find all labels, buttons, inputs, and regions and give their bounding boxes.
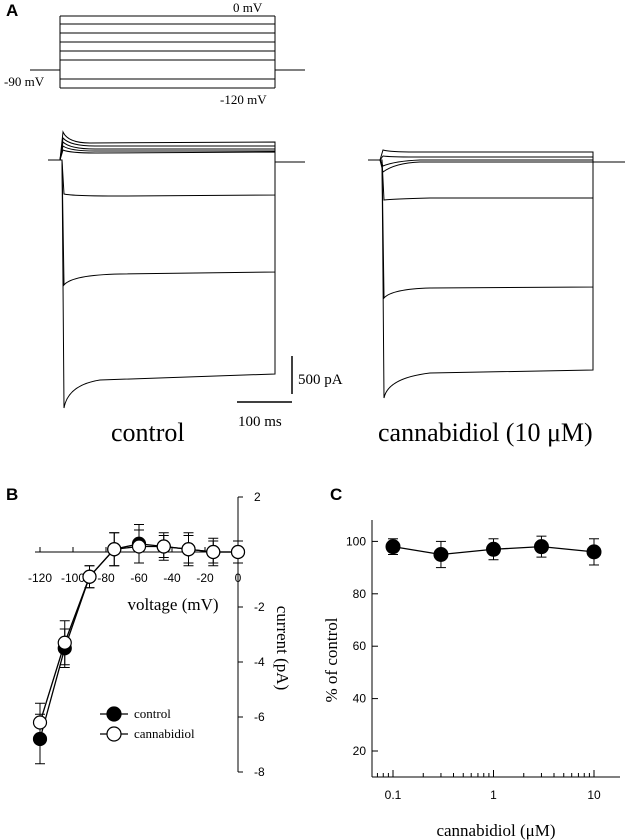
legend-marker <box>106 726 122 742</box>
y-tick-label: 60 <box>353 639 367 653</box>
x-tick-label: -80 <box>97 571 115 585</box>
y-tick-label: -2 <box>254 600 265 614</box>
x-tick-label: 0 <box>235 571 242 585</box>
y-tick-label: 100 <box>346 534 366 548</box>
x-tick-label: 10 <box>587 788 601 802</box>
data-point <box>32 715 48 730</box>
control-traces <box>48 130 305 409</box>
y-tick-label: -8 <box>254 765 265 779</box>
y-axis-title: % of control <box>322 617 341 702</box>
data-point <box>206 544 221 560</box>
current-scale-label: 500 pA <box>298 372 343 388</box>
data-point <box>586 544 602 560</box>
data-point <box>156 539 171 554</box>
y-tick-label: 2 <box>254 490 261 504</box>
legend-marker <box>106 706 122 722</box>
y-axis-title: current (pA) <box>273 606 292 691</box>
data-point <box>57 635 72 650</box>
legend-label: control <box>134 706 171 721</box>
panel-label-b: B <box>6 485 18 504</box>
control-trace-label: control <box>111 418 185 447</box>
panel-label-c: C <box>330 485 342 504</box>
y-tick-label: 20 <box>353 744 367 758</box>
data-point <box>131 539 147 554</box>
x-tick-label: -100 <box>61 571 85 585</box>
x-axis-title: voltage (mV) <box>127 595 218 614</box>
data-point <box>230 544 246 560</box>
x-tick-label: 1 <box>490 788 497 802</box>
y-tick-label: -6 <box>254 710 265 724</box>
data-point <box>107 542 122 557</box>
y-tick-label: 80 <box>353 587 367 601</box>
x-tick-label: -120 <box>28 571 52 585</box>
iv-chart: -120 -100 -80 -60 -40 -20 0 2 -2 -4 -6 -8 voltage (m… <box>28 490 292 779</box>
panel-label-a: A <box>6 1 18 20</box>
scale-bars <box>237 356 293 403</box>
protocol-bottom-label: -120 mV <box>220 92 267 107</box>
x-axis-title: cannabidiol (μM) <box>436 821 555 840</box>
x-tick-label: -40 <box>163 571 181 585</box>
time-scale-label: 100 ms <box>238 414 282 430</box>
data-point <box>533 539 549 555</box>
protocol-holding-label: -90 mV <box>4 74 45 89</box>
protocol-top-label: 0 mV <box>233 0 263 15</box>
y-tick-label: 40 <box>353 692 367 706</box>
y-tick-label: -4 <box>254 655 265 669</box>
data-point <box>385 539 401 555</box>
legend-label: cannabidiol <box>134 726 195 741</box>
data-point <box>433 547 449 562</box>
data-point <box>181 542 196 557</box>
voltage-protocol <box>30 15 305 89</box>
cbd-trace-label: cannabidiol (10 μM) <box>378 418 593 447</box>
data-point <box>486 541 501 557</box>
x-tick-label: -60 <box>130 571 148 585</box>
x-tick-label: -20 <box>196 571 214 585</box>
dose-response-chart: 20 40 60 80 100 0.1 1 10 cannabidiol (μM) % of co… <box>322 520 620 840</box>
data-point <box>82 569 97 584</box>
cbd-traces <box>368 149 625 399</box>
x-tick-label: 0.1 <box>385 788 402 802</box>
